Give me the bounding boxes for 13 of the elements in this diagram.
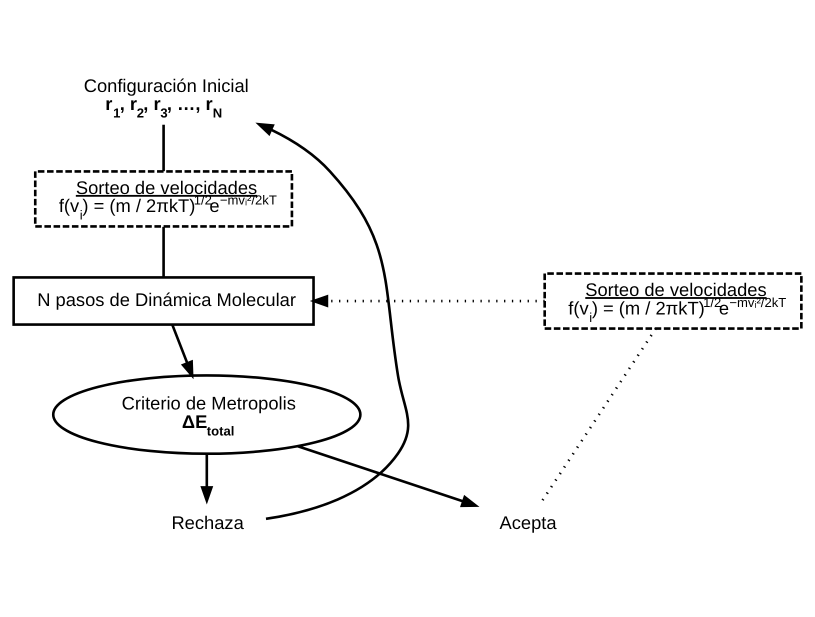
node-text: Rechaza [171, 512, 244, 534]
arrow [171, 324, 194, 380]
arrow [200, 454, 214, 505]
arrow [255, 122, 410, 520]
node-text: Acepta [500, 512, 557, 534]
node-box: N pasos de Dinámica Molecular [12, 276, 315, 326]
connector [162, 226, 165, 278]
node-text: Configuración Inicial r$_{1}$, r$_{2}$, r$_{3}$, …, r$_{N}$ [84, 74, 249, 121]
node-ellipse: Criterio de Metropolis ΔE$_{total}$ [52, 374, 362, 456]
connector [162, 124, 165, 172]
connector [542, 328, 657, 501]
arrow [310, 294, 545, 308]
arrow [297, 444, 480, 508]
